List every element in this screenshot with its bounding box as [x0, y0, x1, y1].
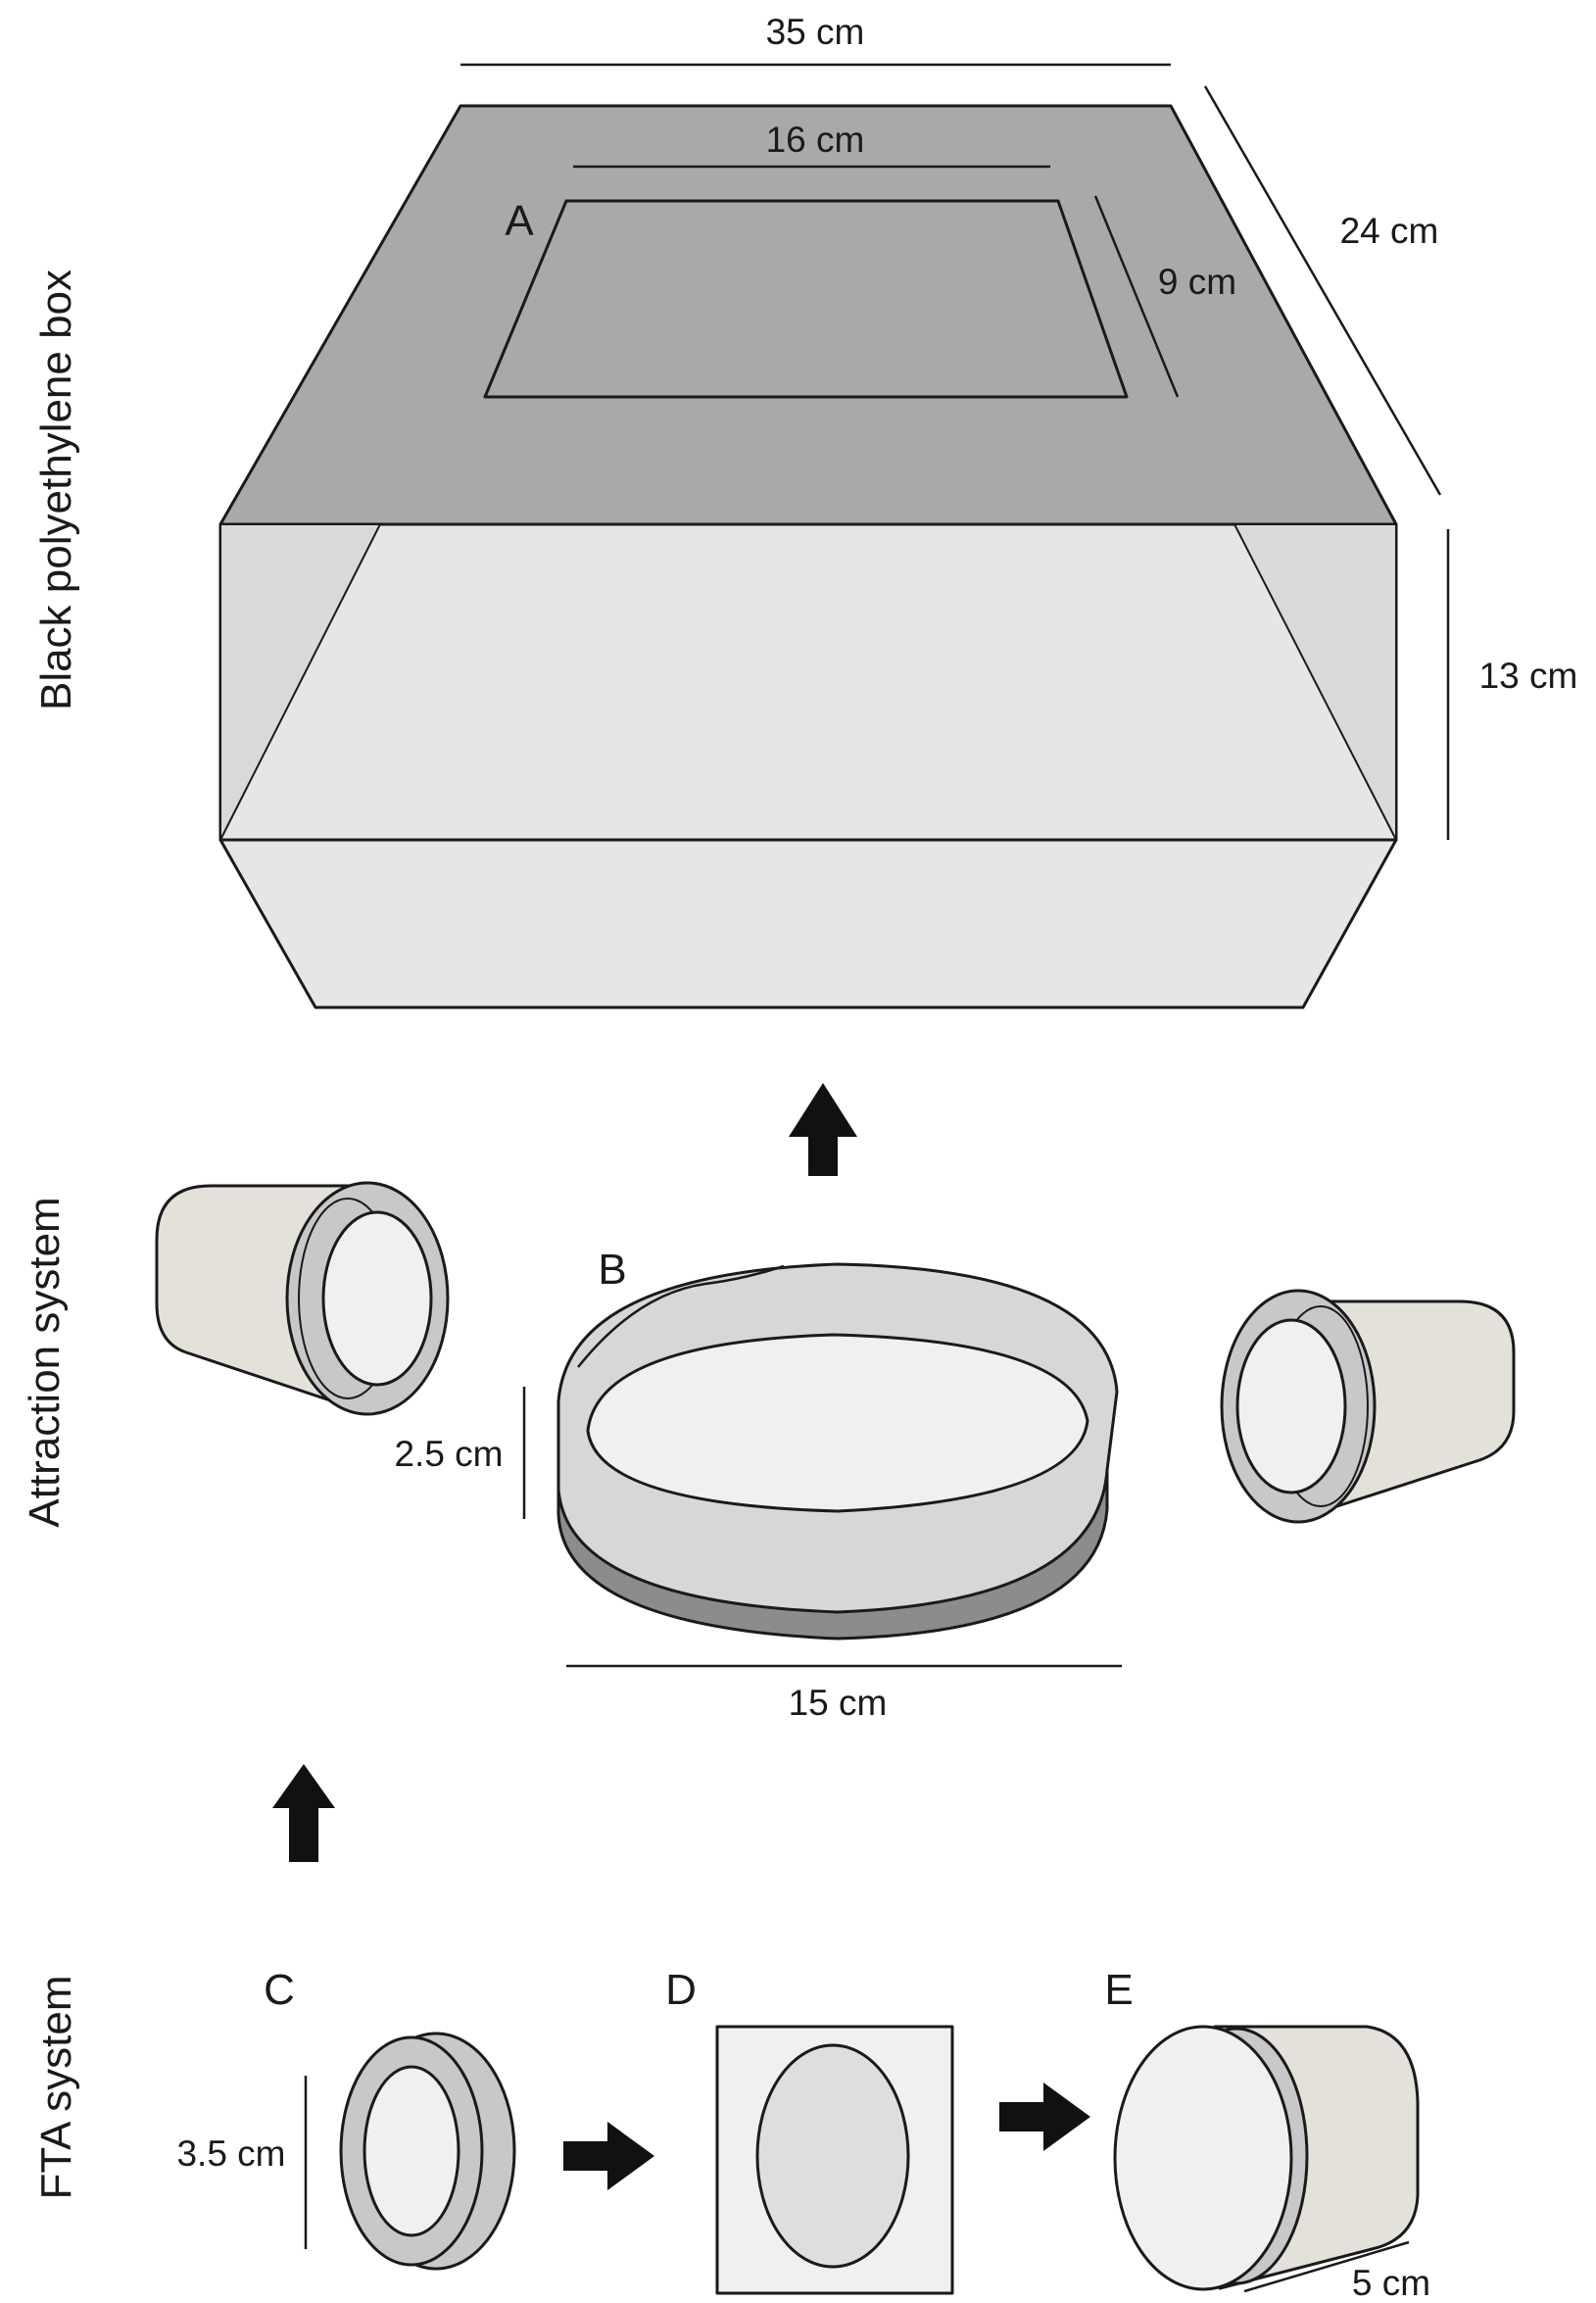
box-depth-line [1203, 85, 1442, 496]
cup-length-line [1243, 2240, 1410, 2293]
letter-c: C [264, 1966, 295, 2014]
petri-dish [556, 1262, 1119, 1641]
dish-height-label: 2.5 cm [394, 1434, 503, 1474]
letter-d: D [665, 1966, 697, 2014]
arrow-c-to-d-icon [563, 2122, 654, 2190]
letter-a: A [505, 197, 534, 245]
dish-diameter-label: 15 cm [789, 1683, 888, 1723]
window-width-label: 16 cm [766, 120, 865, 160]
arrow-up-to-box-icon [789, 1083, 857, 1176]
box-width-label: 35 cm [766, 12, 865, 52]
fta-ring-hole [363, 2065, 460, 2237]
section-label-box: Black polyethylene box [32, 270, 80, 710]
fta-ring [339, 2032, 516, 2271]
box-left-side [219, 523, 382, 841]
petri-dish-floor [586, 1333, 1089, 1513]
arrow-up-to-attraction-icon [272, 1764, 335, 1862]
window-depth-line [1093, 195, 1180, 398]
box-right-side [1233, 523, 1397, 841]
box-depth-label: 24 cm [1340, 211, 1439, 251]
left-cup [155, 1181, 450, 1416]
letter-b: B [598, 1246, 626, 1294]
sealed-cup [1113, 2025, 1420, 2291]
polyethylene-box [218, 104, 1398, 1009]
sealed-cup-face [1113, 2025, 1293, 2291]
ring-diameter-label: 3.5 cm [176, 2133, 285, 2174]
arrow-d-to-e-icon [999, 2082, 1090, 2151]
box-front-panel [218, 522, 1398, 842]
petri-dish-rim-wave [577, 1264, 785, 1368]
window-depth-label: 9 cm [1158, 262, 1236, 302]
letter-e: E [1104, 1966, 1133, 2014]
section-label-attraction: Attraction system [21, 1197, 69, 1527]
box-height-label: 13 cm [1479, 656, 1578, 696]
left-cup-ring-inner [321, 1210, 433, 1387]
filter-paper [715, 2025, 954, 2295]
filter-paper-disc [755, 2043, 910, 2269]
cup-length-label: 5 cm [1352, 2263, 1430, 2303]
right-cup-ring-inner [1235, 1318, 1347, 1494]
box-bottom-face [218, 838, 1398, 1009]
section-label-fta: FTA system [32, 1976, 80, 2200]
box-window [483, 199, 1129, 399]
right-cup [1220, 1289, 1516, 1524]
